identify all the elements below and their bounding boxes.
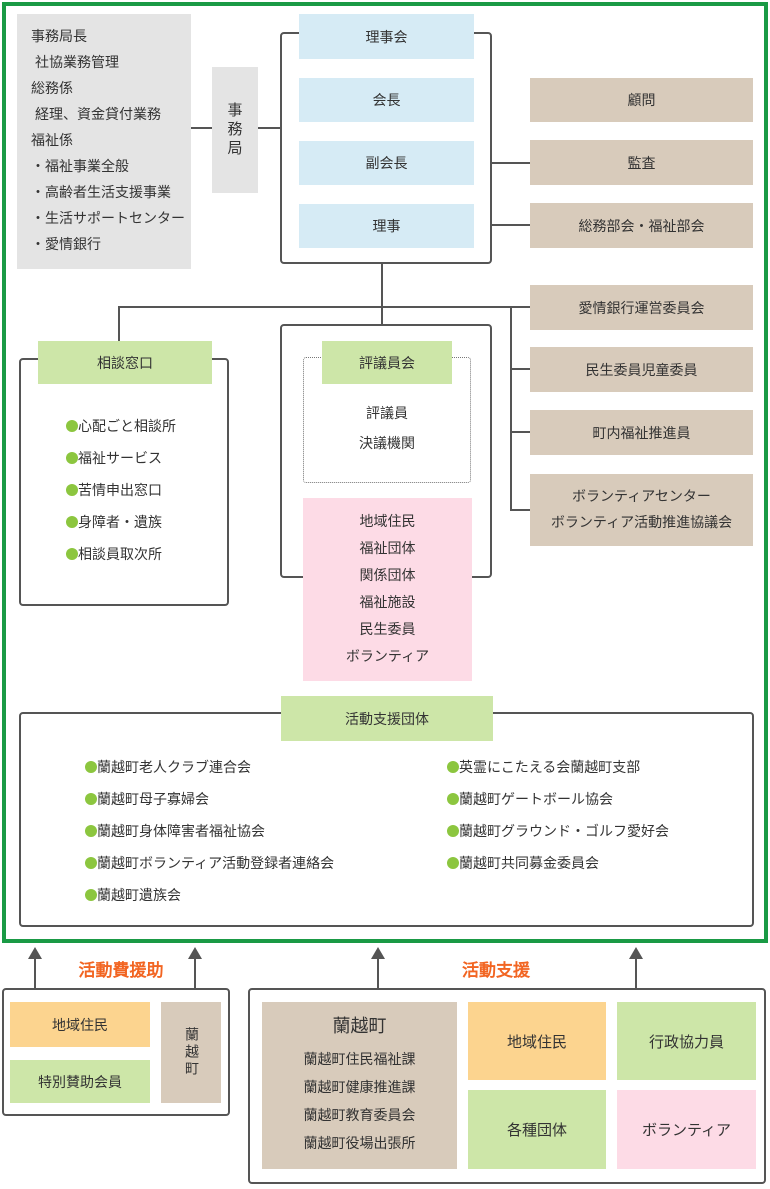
bullet-icon [447, 761, 459, 773]
list-item: 身障者・遺族 [66, 507, 176, 539]
duty-line: 社協業務管理 [35, 55, 119, 71]
bullet-icon [85, 825, 97, 837]
list-item: 福祉サービス [66, 443, 176, 475]
funding-label: 活動費援助 [78, 961, 164, 981]
arrow-head-icon [371, 947, 385, 959]
duty-line: 事務局長 [31, 29, 87, 45]
welfare-commissioners: 民生委員児童委員 [530, 347, 753, 392]
support-groups-title: 活動支援団体 [281, 696, 493, 741]
list-item: 苦情申出窓口 [66, 475, 176, 507]
list-item: 蘭越町ボランティア活動登録者連絡会 [85, 848, 334, 880]
list-item: 蘭越町グラウンド・ゴルフ愛好会 [447, 816, 669, 848]
list-item: 蘭越町ゲートボール協会 [447, 784, 669, 816]
duty-line: 福祉係 [31, 133, 73, 149]
bullet-icon [85, 857, 97, 869]
town-welfare-promoters: 町内福祉推進員 [530, 410, 753, 455]
auditor-box: 監査 [530, 140, 753, 185]
bullet-icon [66, 516, 78, 528]
list-item: 蘭越町身体障害者福祉協会 [85, 816, 334, 848]
duty-line: 経理、資金貸付業務 [35, 107, 161, 123]
funding-special-members: 特別賛助会員 [10, 1060, 150, 1103]
support-groups-left: 蘭越町老人クラブ連合会 蘭越町母子寡婦会 蘭越町身体障害者福祉協会 蘭越町ボラン… [85, 752, 334, 912]
bullet-icon [447, 825, 459, 837]
various-groups: 各種団体 [468, 1090, 606, 1169]
chairman: 会長 [299, 78, 474, 122]
duty-line: ・愛情銀行 [31, 237, 101, 253]
bullet-icon [85, 889, 97, 901]
list-item: 蘭越町遺族会 [85, 880, 334, 912]
volunteer-center: ボランティアセンター ボランティア活動推進協議会 [530, 474, 753, 546]
council-sub: 評議員 決議機関 [359, 406, 415, 452]
directors: 理事 [299, 204, 474, 248]
arrow-up-icon [34, 958, 36, 988]
secretariat-duties: 事務局長 社協業務管理 総務係 経理、資金貸付業務 福祉係 ・福祉事業全般 ・高… [17, 14, 191, 269]
funding-frame [2, 988, 230, 1116]
board-meeting: 理事会 [299, 14, 474, 59]
duty-line: ・福祉事業全般 [31, 159, 129, 175]
admin-cooperators: 行政協力員 [617, 1002, 756, 1080]
list-item: 蘭越町老人クラブ連合会 [85, 752, 334, 784]
activity-support-label: 活動支援 [462, 961, 530, 981]
arrow-head-icon [188, 947, 202, 959]
town-dept: 蘭越町教育委員会 [303, 1108, 416, 1124]
arrow-head-icon [629, 947, 643, 959]
list-item: 相談員取次所 [66, 539, 176, 571]
organization-frame [2, 2, 768, 943]
aijo-bank-committee: 愛情銀行運営委員会 [530, 285, 753, 330]
advisor-box: 顧問 [530, 78, 753, 122]
support-volunteers: ボランティア [617, 1090, 756, 1169]
town-departments: 蘭越町 蘭越町住民福祉課 蘭越町健康推進課 蘭越町教育委員会 蘭越町役場出張所 [262, 1002, 457, 1169]
funding-town: 蘭越町 [161, 1002, 221, 1103]
bullet-icon [447, 857, 459, 869]
bullet-icon [66, 548, 78, 560]
bullet-icon [66, 420, 78, 432]
council-title: 評議員会 [322, 341, 452, 384]
arrow-up-icon [635, 958, 637, 988]
arrow-head-icon [28, 947, 42, 959]
support-residents: 地域住民 [468, 1002, 606, 1080]
arrow-up-icon [377, 958, 379, 988]
support-groups-right: 英霊にこたえる会蘭越町支部 蘭越町ゲートボール協会 蘭越町グラウンド・ゴルフ愛好… [447, 752, 669, 880]
funding-residents: 地域住民 [10, 1002, 150, 1047]
vice-chairman: 副会長 [299, 141, 474, 185]
bullet-icon [447, 793, 459, 805]
consultation-title: 相談窓口 [38, 341, 212, 384]
town-title: 蘭越町 [332, 1016, 387, 1037]
town-dept: 蘭越町住民福祉課 [303, 1052, 416, 1068]
bullet-icon [66, 452, 78, 464]
list-item: 蘭越町共同募金委員会 [447, 848, 669, 880]
list-item: 心配ごと相談所 [66, 411, 176, 443]
activity-support-frame [248, 988, 766, 1184]
town-dept: 蘭越町健康推進課 [303, 1080, 416, 1096]
duty-line: ・生活サポートセンター [31, 211, 185, 227]
bullet-icon [85, 793, 97, 805]
bullet-icon [85, 761, 97, 773]
list-item: 蘭越町母子寡婦会 [85, 784, 334, 816]
duty-line: ・高齢者生活支援事業 [31, 185, 171, 201]
consultation-list: 心配ごと相談所 福祉サービス 苦情申出窓口 身障者・遺族 相談員取次所 [66, 411, 176, 571]
bullet-icon [66, 484, 78, 496]
list-item: 英霊にこたえる会蘭越町支部 [447, 752, 669, 784]
town-dept: 蘭越町役場出張所 [303, 1136, 416, 1152]
arrow-up-icon [194, 958, 196, 988]
duty-line: 総務係 [31, 81, 73, 97]
secretariat-label: 事務局 [212, 67, 258, 193]
council-members: 地域住民 福祉団体 関係団体 福祉施設 民生委員 ボランティア [303, 498, 472, 681]
subcommittees-box: 総務部会・福祉部会 [530, 203, 753, 248]
